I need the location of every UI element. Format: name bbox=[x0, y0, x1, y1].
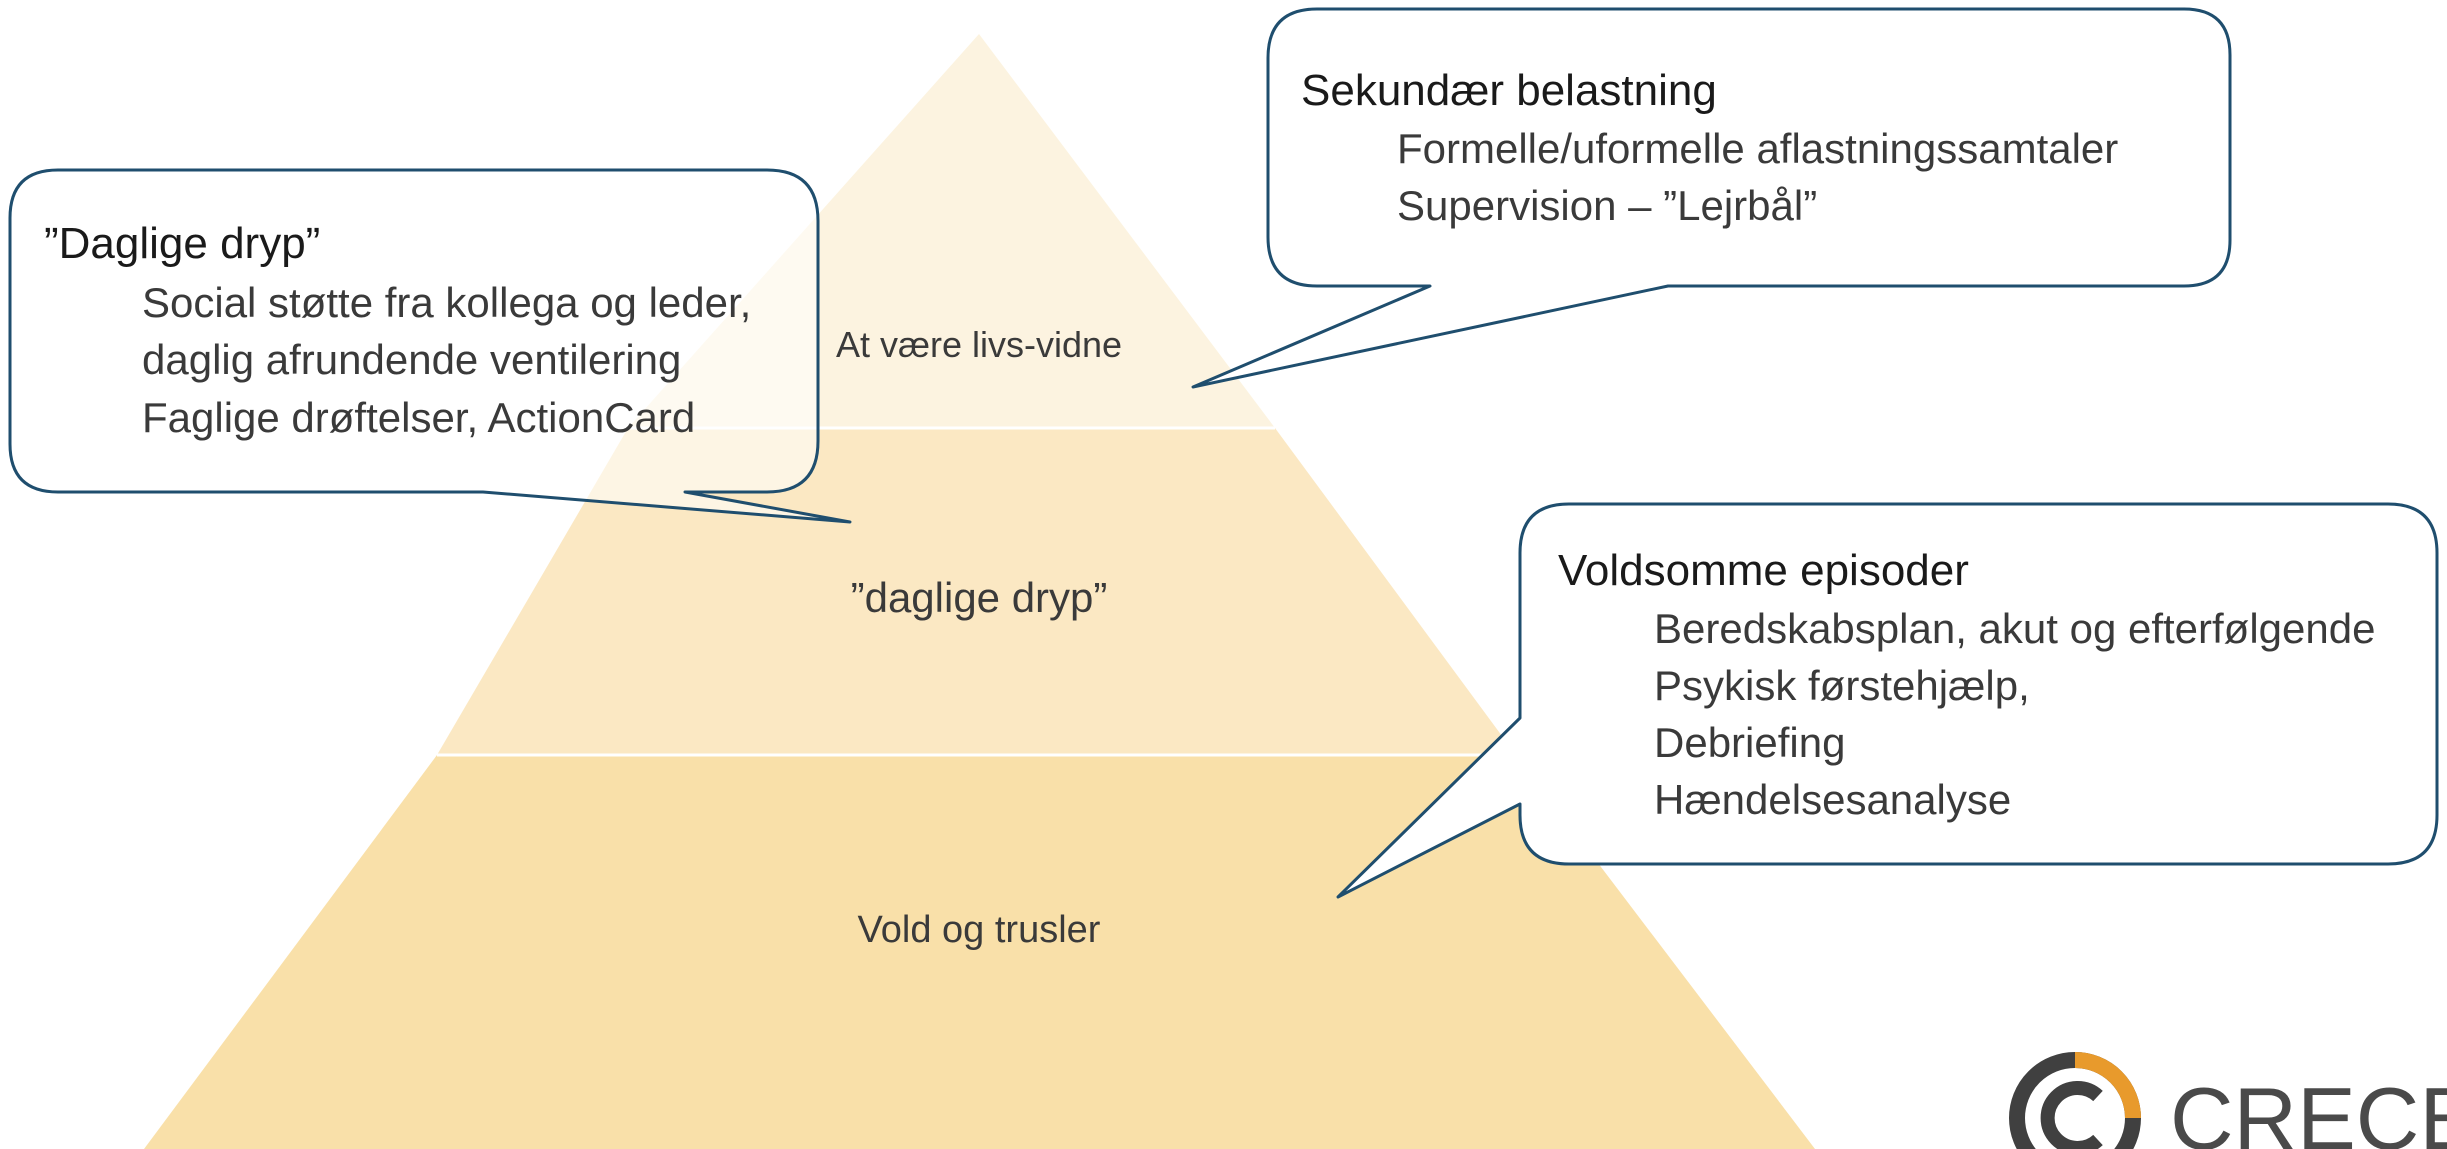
callout-line: Faglige drøftelser, ActionCard bbox=[142, 394, 695, 441]
callout-bubble bbox=[8, 168, 852, 524]
callout-line: Beredskabsplan, akut og efterfølgende bbox=[1654, 605, 2375, 652]
callout-title: Voldsomme episoder bbox=[1558, 546, 1969, 595]
callout-line: Formelle/uformelle aflastningssamtaler bbox=[1397, 125, 2118, 172]
layer-label-top: At være livs-vidne bbox=[836, 324, 1122, 365]
callout-secondary-strain: Sekundær belastning Formelle/uformelle a… bbox=[1191, 7, 2232, 389]
callout-bubble bbox=[1191, 7, 2232, 389]
callout-title: Sekundær belastning bbox=[1301, 66, 1717, 115]
callout-line: Hændelsesanalyse bbox=[1654, 776, 2011, 823]
logo-c-icon bbox=[2040, 1081, 2103, 1149]
logo-accent-arc bbox=[2074, 1052, 2141, 1119]
callout-line: Psykisk førstehjælp, bbox=[1654, 662, 2030, 709]
callout-daily-drip: ”Daglige dryp” Social støtte fra kollega… bbox=[8, 168, 852, 524]
layer-label-middle: ”daglige dryp” bbox=[851, 574, 1108, 621]
crecea-logo: CRECEA bbox=[2009, 1052, 2447, 1149]
callout-line: daglig afrundende ventilering bbox=[142, 336, 681, 383]
callout-line: Debriefing bbox=[1654, 719, 1845, 766]
callout-line: Social støtte fra kollega og leder, bbox=[142, 279, 751, 326]
callout-bubble bbox=[1336, 502, 2439, 899]
logo-wordmark: CRECEA bbox=[2170, 1069, 2447, 1149]
callout-title: ”Daglige dryp” bbox=[44, 219, 320, 268]
layer-label-bottom: Vold og trusler bbox=[858, 909, 1101, 951]
callout-violent-episodes: Voldsomme episoder Beredskabsplan, akut … bbox=[1336, 502, 2439, 899]
callout-line: Supervision – ”Lejrbål” bbox=[1397, 182, 1817, 229]
